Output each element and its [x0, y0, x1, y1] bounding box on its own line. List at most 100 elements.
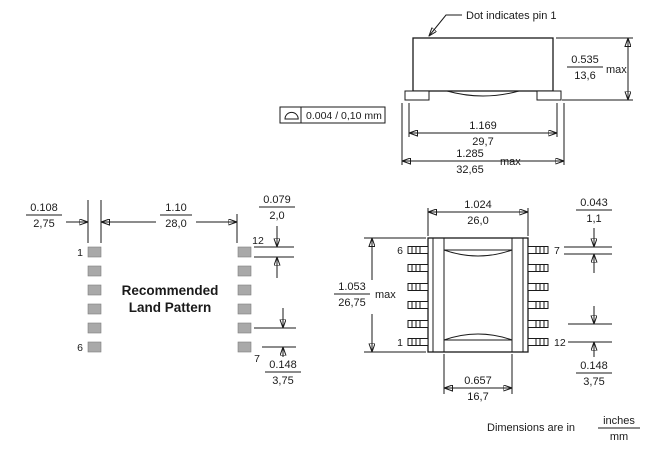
window-width-dimension: 0.657 16,7	[443, 354, 513, 403]
pin	[527, 301, 549, 309]
dim-mm: 13,6	[574, 70, 595, 82]
land-pad	[87, 265, 102, 277]
pin-serration	[411, 264, 421, 272]
units-note: Dimensions are in inches mm	[487, 415, 640, 443]
pin-serration	[411, 338, 421, 346]
land-pad	[87, 341, 102, 353]
dim-inches: 0.079	[263, 194, 291, 206]
pin-serration	[535, 283, 545, 291]
pin-serration	[535, 301, 545, 309]
land-pad	[87, 303, 102, 315]
land-pad	[87, 284, 102, 296]
dim-mm: 32,65	[456, 164, 484, 176]
pin	[407, 264, 429, 272]
right-pins	[527, 246, 549, 346]
pin-serration	[535, 320, 545, 328]
land-pad	[237, 341, 252, 353]
pin-width-dimension: 0.043 1,1	[564, 197, 612, 273]
land-pattern: 1 6 12 7 Recommended Land Pattern 0.108 …	[26, 194, 301, 387]
dim-inches: 0.148	[269, 359, 297, 371]
pin-number-bottom-left: 1	[397, 337, 403, 349]
units-note-inches: inches	[603, 415, 635, 427]
dim-inches: 0.043	[580, 197, 608, 209]
dim-inches: 0.108	[30, 202, 58, 214]
pin-serration	[411, 301, 421, 309]
left-pins	[407, 246, 429, 346]
pad-number-top-right: 12	[252, 235, 264, 247]
pin1-leader-line	[429, 14, 462, 36]
land-pattern-title-line2: Land Pattern	[129, 300, 212, 315]
side-view: Dot indicates pin 1 0.535 13,6 max 1.169…	[279, 10, 633, 176]
package-body-top	[427, 237, 529, 353]
dim-inches: 0.535	[571, 54, 599, 66]
pin	[527, 338, 549, 346]
units-note-prefix: Dimensions are in	[487, 422, 575, 434]
dim-inches: 1.10	[165, 202, 186, 214]
dim-inches: 1.169	[469, 120, 497, 132]
side-leadspan-dimension: 1.169 29,7	[408, 103, 558, 148]
dim-inches: 1.053	[338, 281, 366, 293]
pin-pitch-dimension: 0.148 3,75	[568, 306, 612, 388]
winding-arc-top	[443, 249, 513, 257]
coil-bottom-arc	[446, 90, 520, 97]
dim-mm: 1,1	[586, 213, 601, 225]
land-pad	[237, 246, 252, 258]
land-pad	[237, 322, 252, 334]
pin-number-bottom-right: 12	[554, 337, 566, 349]
top-height-dimension: 1.053 26,75 max	[334, 237, 426, 353]
pin	[527, 283, 549, 291]
pad-number-bottom-left: 6	[77, 342, 83, 354]
dim-suffix: max	[375, 289, 396, 301]
dim-suffix: max	[606, 64, 627, 76]
flatness-symbol-icon	[284, 111, 299, 120]
pad-pitch-dimension: 0.148 3,75	[254, 308, 301, 387]
lead-left	[404, 90, 430, 101]
pin	[407, 283, 429, 291]
dim-mm: 28,0	[165, 218, 186, 230]
flatness-frame	[279, 106, 386, 124]
pin	[407, 320, 429, 328]
flatness-callout: 0.004 / 0,10 mm	[279, 106, 386, 124]
pin	[527, 320, 549, 328]
pin-serration	[411, 320, 421, 328]
dim-mm: 2,0	[269, 210, 284, 222]
pin-serration	[535, 264, 545, 272]
land-pad	[237, 284, 252, 296]
dim-inches: 0.657	[464, 375, 492, 387]
pad-span-dimension: 1.10 28,0	[101, 202, 238, 243]
dim-inches: 0.148	[580, 360, 608, 372]
winding-arc-bottom	[443, 333, 513, 341]
side-height-dimension: 0.535 13,6 max	[556, 37, 633, 101]
dim-mm: 26,75	[338, 297, 366, 309]
land-pad	[87, 322, 102, 334]
pin-serration	[411, 283, 421, 291]
top-width-dimension: 1.024 26,0	[427, 199, 529, 236]
dim-inches: 1.285	[456, 148, 484, 160]
lead-right	[536, 90, 562, 101]
dot-note-text: Dot indicates pin 1	[466, 10, 557, 22]
pin-serration	[535, 246, 545, 254]
pad-height-dimension: 0.079 2,0	[254, 194, 295, 278]
land-pad	[237, 303, 252, 315]
pin-number-top-right: 7	[554, 245, 560, 257]
units-note-mm: mm	[610, 431, 628, 443]
land-pad	[87, 246, 102, 258]
dim-mm: 26,0	[467, 215, 488, 227]
pad-width-dimension: 0.108 2,75	[26, 200, 102, 243]
dim-mm: 3,75	[583, 376, 604, 388]
pin	[527, 246, 549, 254]
top-view: 6 1 7 12 1.024 26,0 0.043 1,1 1	[334, 197, 612, 403]
pin	[407, 338, 429, 346]
pin	[407, 246, 429, 254]
land-pad	[237, 265, 252, 277]
pad-number-bottom-right: 7	[254, 353, 260, 365]
land-pattern-title-line1: Recommended	[122, 283, 219, 298]
pin	[407, 301, 429, 309]
pin	[527, 264, 549, 272]
flatness-value: 0.004 / 0,10 mm	[306, 110, 382, 122]
pin-serration	[411, 246, 421, 254]
dim-mm: 16,7	[467, 391, 488, 403]
pin-serration	[535, 338, 545, 346]
